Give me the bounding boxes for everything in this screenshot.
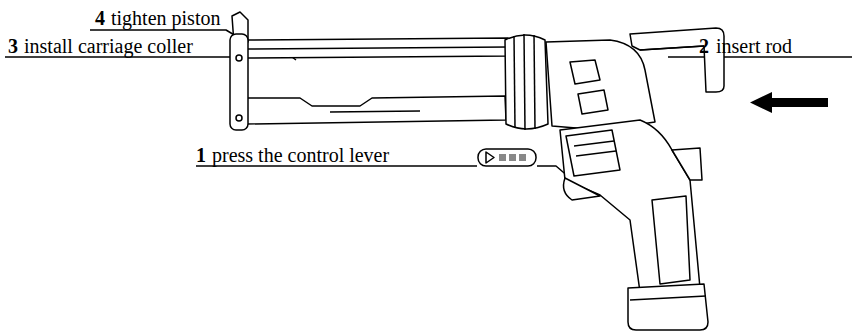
- collar-hole: [236, 115, 242, 121]
- handle: [560, 120, 700, 292]
- direction-arrow: [750, 92, 828, 113]
- panel-line: [576, 151, 616, 156]
- collar-hole: [236, 55, 242, 61]
- lever-icon-step: [499, 154, 506, 161]
- control-panel: [566, 130, 620, 176]
- battery: [628, 284, 708, 330]
- callout-number: 3: [8, 36, 18, 56]
- callout-number: 1: [196, 145, 206, 165]
- carriage-collar: [230, 34, 248, 130]
- rod-end: [640, 46, 704, 50]
- rail-slot: [330, 111, 420, 112]
- lever-icon-step: [519, 154, 526, 161]
- lever-icon-step: [509, 154, 516, 161]
- lever-icon-arrow: [486, 152, 494, 163]
- callout-text: insert rod: [716, 36, 792, 56]
- housing-vent: [578, 90, 608, 114]
- grip-pad: [652, 196, 690, 284]
- bottom-rail: [246, 96, 506, 124]
- housing-vent: [570, 60, 600, 84]
- callout-text: install carriage coller: [24, 36, 193, 56]
- rib: [514, 36, 515, 128]
- callout-number: 2: [699, 36, 709, 56]
- top-rail: [246, 38, 510, 58]
- panel-line: [574, 141, 614, 146]
- rod: [246, 47, 508, 49]
- rib: [524, 34, 525, 130]
- lever-icon: [478, 149, 536, 166]
- leader-line: [668, 56, 852, 58]
- trigger: [564, 178, 600, 200]
- rod-hook: [630, 28, 724, 92]
- callout-text: press the control lever: [212, 145, 389, 165]
- leader-line: [196, 165, 477, 167]
- callout-text: tighten piston: [111, 8, 220, 28]
- callout-number: 4: [95, 8, 105, 28]
- battery-line: [630, 296, 706, 300]
- ribbed-ring: [505, 35, 548, 129]
- motor-housing: [546, 40, 655, 130]
- switch: [672, 148, 702, 180]
- rib: [534, 35, 535, 129]
